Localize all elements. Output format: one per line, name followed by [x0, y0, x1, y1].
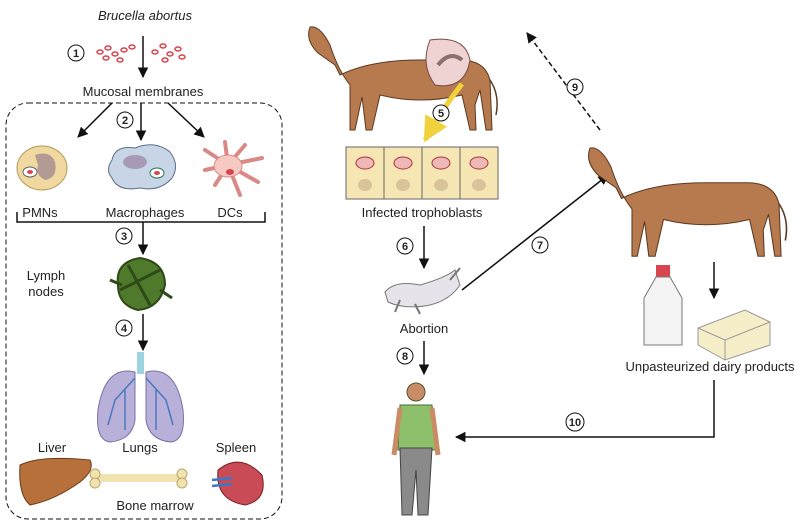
lymph-label-line1: Lymph — [27, 268, 66, 283]
lymph-node-icon — [109, 256, 173, 312]
svg-text:1: 1 — [73, 48, 79, 60]
host-dashed-box — [5, 102, 283, 520]
milk-bottle-icon — [643, 265, 683, 346]
liver-label: Liver — [38, 440, 67, 455]
dairy-label: Unpasteurized dairy products — [625, 359, 795, 374]
spleen-label: Spleen — [216, 440, 256, 455]
pregnant-cow-icon — [307, 26, 498, 131]
pmns-label: PMNs — [22, 205, 58, 220]
step-badge-5: 5 — [432, 104, 450, 122]
pathogen-label: Brucella abortus — [98, 8, 192, 23]
step-badge-8: 8 — [396, 347, 414, 365]
spleen-icon — [211, 461, 264, 506]
aborted-fetus-icon — [384, 267, 461, 315]
svg-text:7: 7 — [537, 240, 543, 252]
mucosal-label: Mucosal membranes — [83, 84, 204, 99]
dairy-cow-icon — [587, 147, 788, 258]
cells-bracket — [16, 212, 266, 223]
svg-text:9: 9 — [572, 82, 578, 94]
dcs-label: DCs — [217, 205, 243, 220]
pmn-cell-icon — [16, 145, 68, 191]
arrow-to-dcs — [167, 102, 205, 138]
arrow-to-pmns — [77, 102, 113, 138]
step-badge-2: 2 — [116, 111, 134, 129]
bone-icon — [89, 468, 188, 489]
step-badge-6: 6 — [396, 237, 414, 255]
trophoblasts-icon — [345, 146, 499, 200]
svg-text:4: 4 — [121, 323, 128, 335]
human-icon — [391, 382, 441, 516]
macrophages-label: Macrophages — [106, 205, 185, 220]
macrophage-cell-icon — [108, 144, 176, 190]
svg-text:3: 3 — [121, 231, 127, 243]
abortion-label: Abortion — [400, 321, 448, 336]
svg-text:6: 6 — [402, 241, 408, 253]
svg-text:2: 2 — [122, 115, 128, 127]
lymph-label-line2: nodes — [28, 284, 64, 299]
liver-icon — [19, 457, 92, 506]
bacteria-cluster — [96, 43, 186, 63]
arrow-step-7 — [461, 174, 609, 291]
step-badge-1: 1 — [67, 44, 85, 62]
bone-marrow-label: Bone marrow — [116, 498, 194, 513]
step-badge-4: 4 — [115, 319, 133, 337]
step-badge-7: 7 — [531, 236, 549, 254]
step-badge-9: 9 — [566, 78, 584, 96]
svg-text:5: 5 — [438, 108, 444, 120]
dendritic-cell-icon — [203, 140, 264, 197]
arrow-step-10 — [454, 380, 715, 443]
trophoblasts-label: Infected trophoblasts — [362, 205, 483, 220]
lungs-icon — [97, 352, 184, 443]
cheese-icon — [697, 309, 771, 361]
dashed-arrow-step-9 — [526, 32, 601, 131]
step-badge-10: 10 — [565, 412, 585, 432]
step-badge-3: 3 — [115, 227, 133, 245]
svg-text:8: 8 — [402, 351, 408, 363]
lungs-label: Lungs — [122, 440, 158, 455]
svg-text:10: 10 — [569, 417, 581, 429]
